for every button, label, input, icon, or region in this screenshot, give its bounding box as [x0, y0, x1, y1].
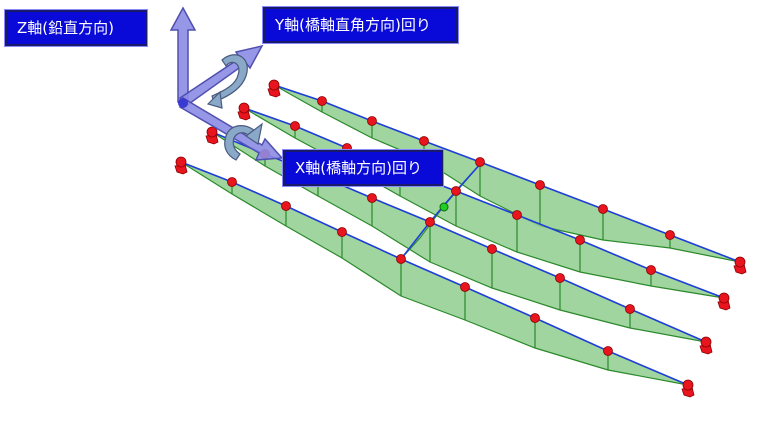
x-rotation-head-icon — [244, 122, 263, 145]
node-point[interactable] — [598, 204, 608, 214]
y-rotation-arrow-icon — [211, 54, 248, 103]
node-point[interactable] — [646, 265, 656, 275]
node-point[interactable] — [227, 177, 237, 187]
axis-gizmo — [169, 6, 284, 161]
node-point[interactable] — [625, 304, 635, 314]
girder-group — [180, 84, 741, 386]
node-point[interactable] — [396, 254, 406, 264]
node-point[interactable] — [281, 201, 291, 211]
fixed-support-icon[interactable] — [681, 379, 695, 398]
node-point[interactable] — [367, 193, 377, 203]
node-point[interactable] — [487, 244, 497, 254]
node-point[interactable] — [290, 121, 300, 131]
node-point[interactable] — [665, 230, 675, 240]
node-point[interactable] — [460, 282, 470, 292]
fixed-support-icon[interactable] — [237, 102, 251, 121]
z-axis-arrow-icon — [169, 6, 197, 103]
support-group — [174, 79, 747, 398]
z-axis-label: Z軸(鉛直方向) — [4, 9, 148, 47]
fixed-support-icon[interactable] — [174, 156, 188, 175]
fixed-support-icon[interactable] — [699, 336, 713, 355]
node-point[interactable] — [367, 116, 377, 126]
selected-node-point[interactable] — [439, 202, 449, 212]
fixed-support-icon[interactable] — [733, 256, 747, 275]
fixed-support-icon[interactable] — [267, 79, 281, 98]
node-point[interactable] — [317, 96, 327, 106]
fixed-support-icon[interactable] — [717, 292, 731, 311]
node-point[interactable] — [535, 180, 545, 190]
node-point[interactable] — [603, 346, 613, 356]
node-point[interactable] — [475, 157, 485, 167]
node-point[interactable] — [451, 186, 461, 196]
node-point[interactable] — [575, 235, 585, 245]
node-point[interactable] — [337, 227, 347, 237]
node-point[interactable] — [425, 217, 435, 227]
fixed-support-icon[interactable] — [205, 126, 219, 145]
node-point[interactable] — [419, 136, 429, 146]
y-axis-rotation-label: Y軸(橋軸直角方向)回り — [262, 6, 459, 44]
x-axis-rotation-label: X軸(橋軸方向)回り — [282, 149, 444, 187]
axis-origin-icon — [178, 98, 188, 108]
y-rotation-head-icon — [206, 90, 223, 109]
node-point[interactable] — [555, 273, 565, 283]
node-point[interactable] — [512, 210, 522, 220]
node-point[interactable] — [530, 313, 540, 323]
